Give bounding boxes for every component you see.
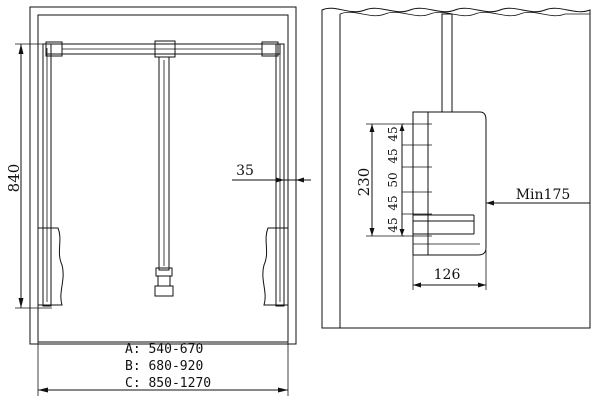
segment-label-1: 45 — [386, 126, 400, 141]
top-rail — [45, 40, 281, 58]
left-view: 840 35 A: 540-670 B: 680-920 C: 850-1270 — [5, 6, 311, 396]
cabinet-inner-frame — [37, 14, 289, 343]
segment-dimension — [399, 124, 405, 236]
min-clearance-label: Min175 — [516, 187, 571, 203]
min-clearance-dimension — [486, 200, 590, 206]
support-rod — [441, 13, 453, 113]
range-label-c: C: 850-1270 — [125, 376, 211, 391]
segment-label-4: 45 — [386, 195, 400, 210]
segment-label-2: 45 — [386, 148, 400, 163]
left-side-bracket — [37, 43, 64, 307]
total-label: 230 — [355, 168, 373, 197]
block-tick-marks — [402, 120, 432, 240]
block-width-label: 126 — [434, 267, 461, 283]
center-handle — [154, 56, 174, 297]
height-dimension — [15, 43, 60, 309]
right-view: 45 45 50 45 45 230 126 Min175 — [321, 7, 591, 329]
segment-label-5: 45 — [386, 217, 400, 232]
gap-label: 35 — [236, 163, 254, 179]
section-top-edge — [339, 11, 590, 17]
range-label-b: B: 680-920 — [125, 359, 203, 374]
total-dimension — [366, 123, 404, 237]
range-label-a: A: 540-670 — [125, 342, 203, 357]
segment-label-3: 50 — [386, 172, 400, 187]
cabinet-outer-frame — [29, 6, 297, 345]
mechanism-block — [412, 111, 487, 256]
gap-dimension — [232, 168, 311, 192]
height-label: 840 — [5, 164, 23, 193]
width-dimension — [37, 342, 289, 396]
block-width-dimension — [412, 250, 487, 290]
section-outer-frame — [321, 7, 591, 329]
